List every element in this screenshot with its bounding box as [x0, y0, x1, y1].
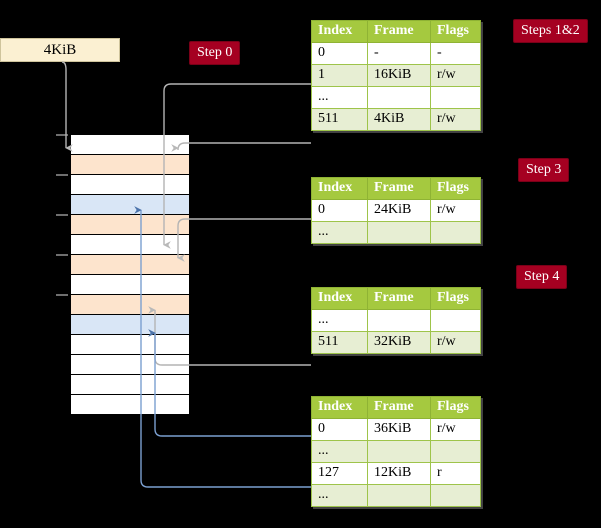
column-header-flags: Flags — [430, 20, 481, 43]
cell-flags — [430, 440, 481, 463]
cell-index: ... — [311, 440, 368, 463]
column-header-flags: Flags — [430, 396, 481, 419]
cell-flags — [430, 221, 481, 244]
cell-index: ... — [311, 484, 368, 507]
cell-index: 0 — [311, 42, 368, 65]
cell-frame — [367, 309, 431, 332]
memory-frame-3 — [70, 194, 190, 215]
memory-tick-2 — [56, 174, 68, 176]
cell-frame: 4KiB — [367, 108, 431, 131]
memory-frame-7 — [70, 274, 190, 295]
cell-index: 127 — [311, 462, 368, 485]
cell-flags: r — [430, 462, 481, 485]
cell-flags: r/w — [430, 199, 481, 222]
cell-index: ... — [311, 86, 368, 109]
table-row: 0-- — [311, 42, 481, 65]
memory-frame-9 — [70, 314, 190, 335]
cell-flags — [430, 86, 481, 109]
cell-flags: r/w — [430, 64, 481, 87]
column-header-frame: Frame — [367, 396, 431, 419]
memory-tick-0 — [56, 134, 68, 136]
physical-memory-column — [56, 134, 190, 415]
column-header-flags: Flags — [430, 177, 481, 200]
table-row: ... — [311, 86, 481, 109]
cell-frame: 24KiB — [367, 199, 431, 222]
page-box-4kib: 4KiB — [0, 38, 120, 62]
column-header-frame: Frame — [367, 177, 431, 200]
cell-frame — [367, 86, 431, 109]
table-row: ... — [311, 484, 481, 507]
cell-index: 0 — [311, 418, 368, 441]
badge-step-0: Step 0 — [189, 41, 241, 65]
memory-tick-8 — [56, 294, 68, 296]
cell-index: 511 — [311, 331, 368, 354]
badge-steps-1-and-2: Steps 1&2 — [513, 19, 588, 43]
cell-flags: r/w — [430, 331, 481, 354]
cell-frame: 16KiB — [367, 64, 431, 87]
cell-flags: r/w — [430, 108, 481, 131]
column-header-index: Index — [311, 20, 368, 43]
table-row: ... — [311, 309, 481, 332]
memory-frame-11 — [70, 354, 190, 375]
column-header-flags: Flags — [430, 287, 481, 310]
memory-frame-8 — [70, 294, 190, 315]
cell-frame — [367, 484, 431, 507]
memory-frame-5 — [70, 234, 190, 255]
cell-index: 511 — [311, 108, 368, 131]
memory-frame-6 — [70, 254, 190, 275]
memory-frame-13 — [70, 394, 190, 415]
column-header-frame: Frame — [367, 287, 431, 310]
cell-frame: - — [367, 42, 431, 65]
column-header-frame: Frame — [367, 20, 431, 43]
column-header-index: Index — [311, 396, 368, 419]
cell-flags — [430, 309, 481, 332]
table-row: ... — [311, 440, 481, 463]
memory-frame-1 — [70, 154, 190, 175]
column-header-index: Index — [311, 287, 368, 310]
cell-frame — [367, 221, 431, 244]
badge-step-3: Step 3 — [518, 158, 570, 182]
cell-frame — [367, 440, 431, 463]
memory-frame-10 — [70, 334, 190, 355]
memory-frame-2 — [70, 174, 190, 195]
cell-flags — [430, 484, 481, 507]
cell-index: 0 — [311, 199, 368, 222]
cell-flags: r/w — [430, 418, 481, 441]
cell-frame: 36KiB — [367, 418, 431, 441]
cell-index: 1 — [311, 64, 368, 87]
column-header-index: Index — [311, 177, 368, 200]
cell-frame: 12KiB — [367, 462, 431, 485]
memory-frame-12 — [70, 374, 190, 395]
cell-index: ... — [311, 221, 368, 244]
cell-flags: - — [430, 42, 481, 65]
memory-tick-6 — [56, 254, 68, 256]
cell-index: ... — [311, 309, 368, 332]
memory-frame-4 — [70, 214, 190, 235]
cell-frame: 32KiB — [367, 331, 431, 354]
memory-frame-0 — [70, 134, 190, 155]
table-row: ... — [311, 221, 481, 244]
memory-tick-4 — [56, 214, 68, 216]
badge-step-4: Step 4 — [516, 265, 568, 289]
